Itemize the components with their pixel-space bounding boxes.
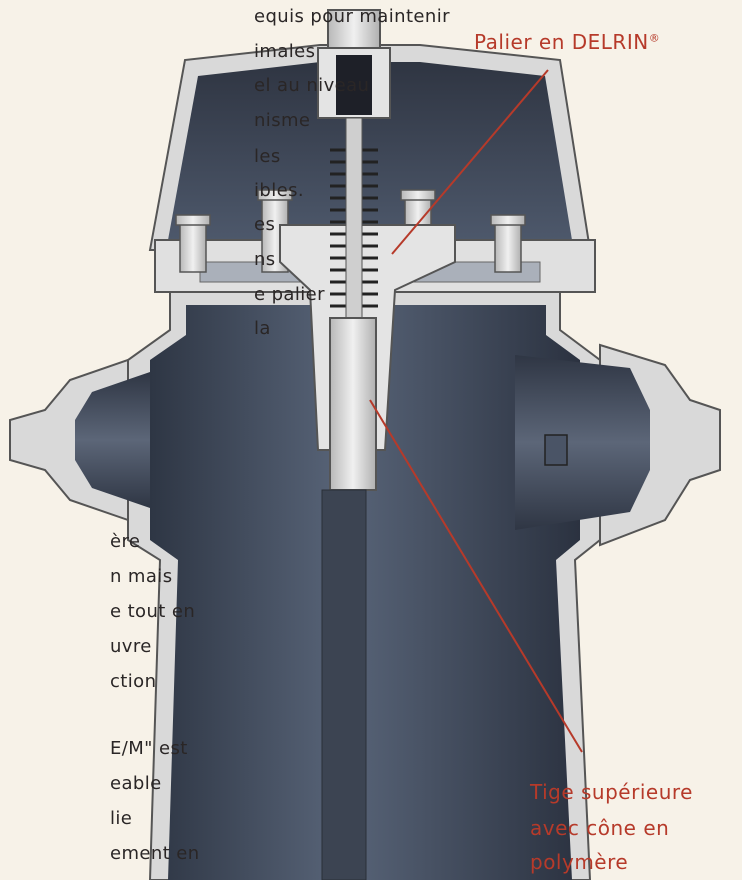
callout-stem-line-2: avec cône en [530, 816, 670, 840]
registered-mark: ® [648, 31, 661, 45]
callout-line-bearing [391, 69, 549, 255]
left-text-line-4: nisme [254, 110, 311, 131]
left-text-line-8: ns [254, 249, 276, 270]
left-nozzle-interior [75, 372, 150, 508]
stem-nut [327, 9, 381, 51]
left-text-line-15: ction [110, 671, 157, 692]
left-text-line-12: n mais [110, 566, 173, 587]
left-text-line-6: ibles. [254, 180, 305, 201]
left-text-line-13: e tout en [110, 601, 196, 622]
callout-bearing-text: Palier en DELRIN [474, 30, 649, 54]
left-text-line-16: E/M" est [110, 738, 188, 759]
bolt-left-outer [179, 221, 207, 273]
callout-line-stem [369, 399, 583, 753]
stem-top-dark [336, 55, 372, 115]
upper-stem [329, 317, 377, 491]
callout-stem-line-1: Tige supérieure [530, 780, 693, 804]
left-text-line-7: es [254, 214, 276, 235]
operating-rod [321, 489, 367, 880]
left-text-line-9: e palier [254, 284, 325, 305]
callout-bearing: Palier en DELRIN® [474, 32, 660, 52]
left-text-line-2: imales [254, 41, 316, 62]
right-nozzle-cap [544, 434, 568, 466]
left-text-line-1: equis pour maintenir [254, 6, 450, 27]
callout-stem-line-3: polymère [530, 850, 629, 874]
left-text-line-10: la [254, 318, 271, 339]
left-text-line-11: ère [110, 531, 141, 552]
right-nozzle-interior [515, 355, 650, 530]
bolt-right-outer [494, 221, 522, 273]
left-text-line-19: ement en [110, 843, 200, 864]
left-text-line-3: el au niveau [254, 75, 370, 96]
spring-rod [345, 117, 363, 319]
left-text-line-17: eable [110, 773, 162, 794]
left-text-line-5: les [254, 146, 281, 167]
left-text-line-18: lie [110, 808, 133, 829]
left-text-line-14: uvre [110, 636, 152, 657]
